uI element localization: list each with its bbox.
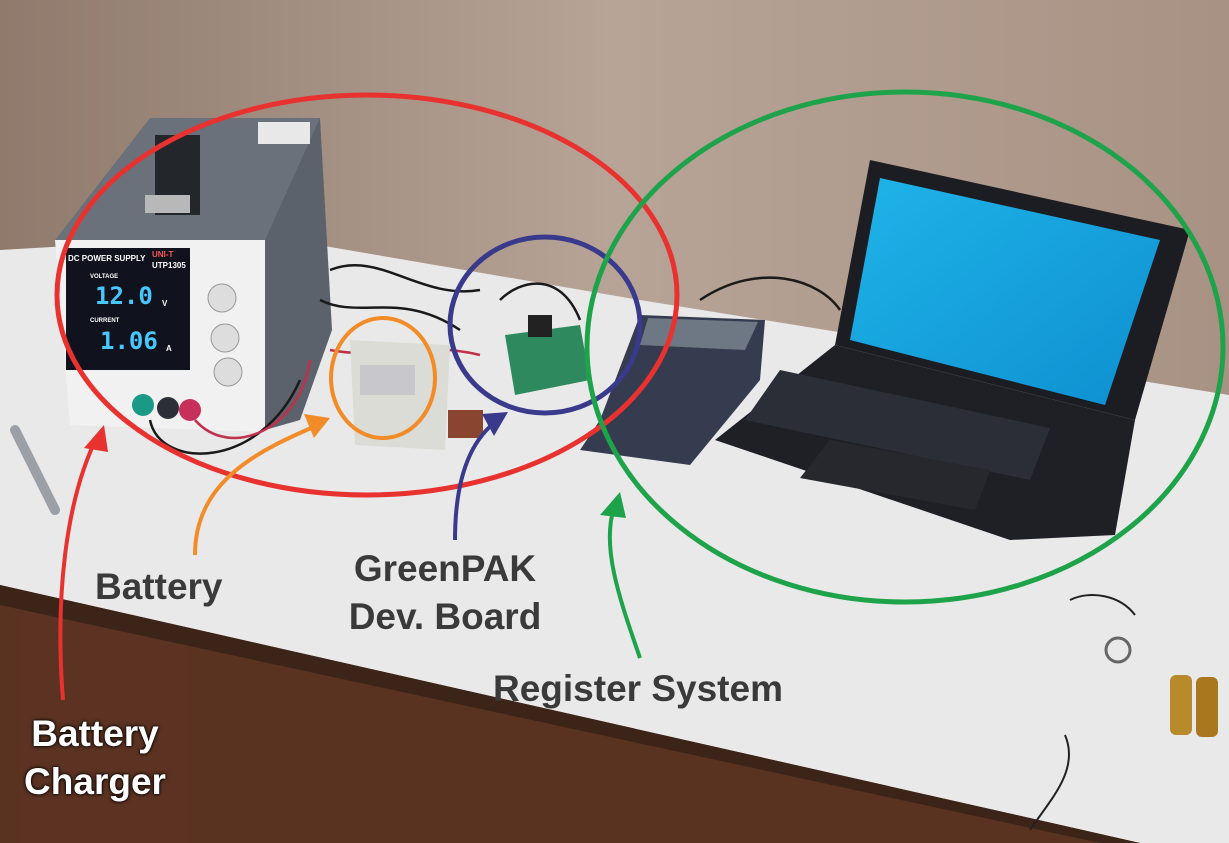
register-device (580, 315, 765, 465)
aa-battery (1170, 675, 1192, 735)
key-ring (1104, 636, 1132, 664)
greenpak-arrow (453, 418, 500, 541)
voltage-readout: 12.0 (95, 282, 153, 310)
battery-arrow (193, 423, 319, 556)
greenpak-label-line2: Dev. Board (348, 596, 542, 637)
battery-charger-label: Battery Charger (5, 710, 185, 806)
laptop-keyboard (745, 370, 1050, 480)
current-unit: A (166, 344, 172, 353)
current-readout: 1.06 (100, 327, 158, 355)
battery-charger-arrowhead (84, 425, 108, 452)
battery-charger-circle (54, 92, 680, 498)
wire-scrap (1029, 594, 1136, 831)
battery-charger-label-line2: Charger (24, 761, 166, 802)
battery-label: Battery (95, 566, 223, 607)
psu-header: DC POWER SUPPLY (68, 254, 146, 263)
voltage-label: VOLTAGE (90, 274, 119, 280)
battery-charger-arrow (58, 434, 100, 701)
power-supply (55, 118, 332, 432)
component (448, 410, 483, 438)
battery-arrowhead (304, 414, 330, 438)
battery (360, 365, 415, 395)
register-system-label: Register System (493, 668, 783, 709)
battery-circle (329, 316, 437, 440)
table-leg (20, 600, 190, 843)
register-system-arrowhead (600, 492, 626, 518)
laptop (715, 160, 1190, 540)
greenpak-label: GreenPAK Dev. Board (330, 545, 560, 641)
laptop-screen (850, 178, 1160, 405)
voltage-unit: V (162, 299, 168, 308)
greenpak-arrowhead (482, 412, 508, 436)
psu-model: UTP1305 (152, 261, 186, 270)
register-display (640, 318, 758, 350)
laptop-touchpad (800, 440, 990, 510)
table-shadow (0, 585, 1140, 843)
board-chip (528, 315, 552, 337)
aa-battery (1196, 677, 1218, 737)
greenpak-circle (447, 234, 643, 416)
register-system-circle (584, 89, 1226, 605)
annotation-arrows (58, 412, 642, 701)
psu-brand: UNI-T (152, 250, 174, 259)
greenpak-label-line1: GreenPAK (353, 548, 537, 589)
register-system-arrow (607, 504, 642, 659)
pen (10, 425, 60, 515)
current-label: CURRENT (90, 318, 120, 324)
battery-charger-label-line1: Battery (31, 713, 159, 754)
greenpak-board (505, 325, 590, 395)
